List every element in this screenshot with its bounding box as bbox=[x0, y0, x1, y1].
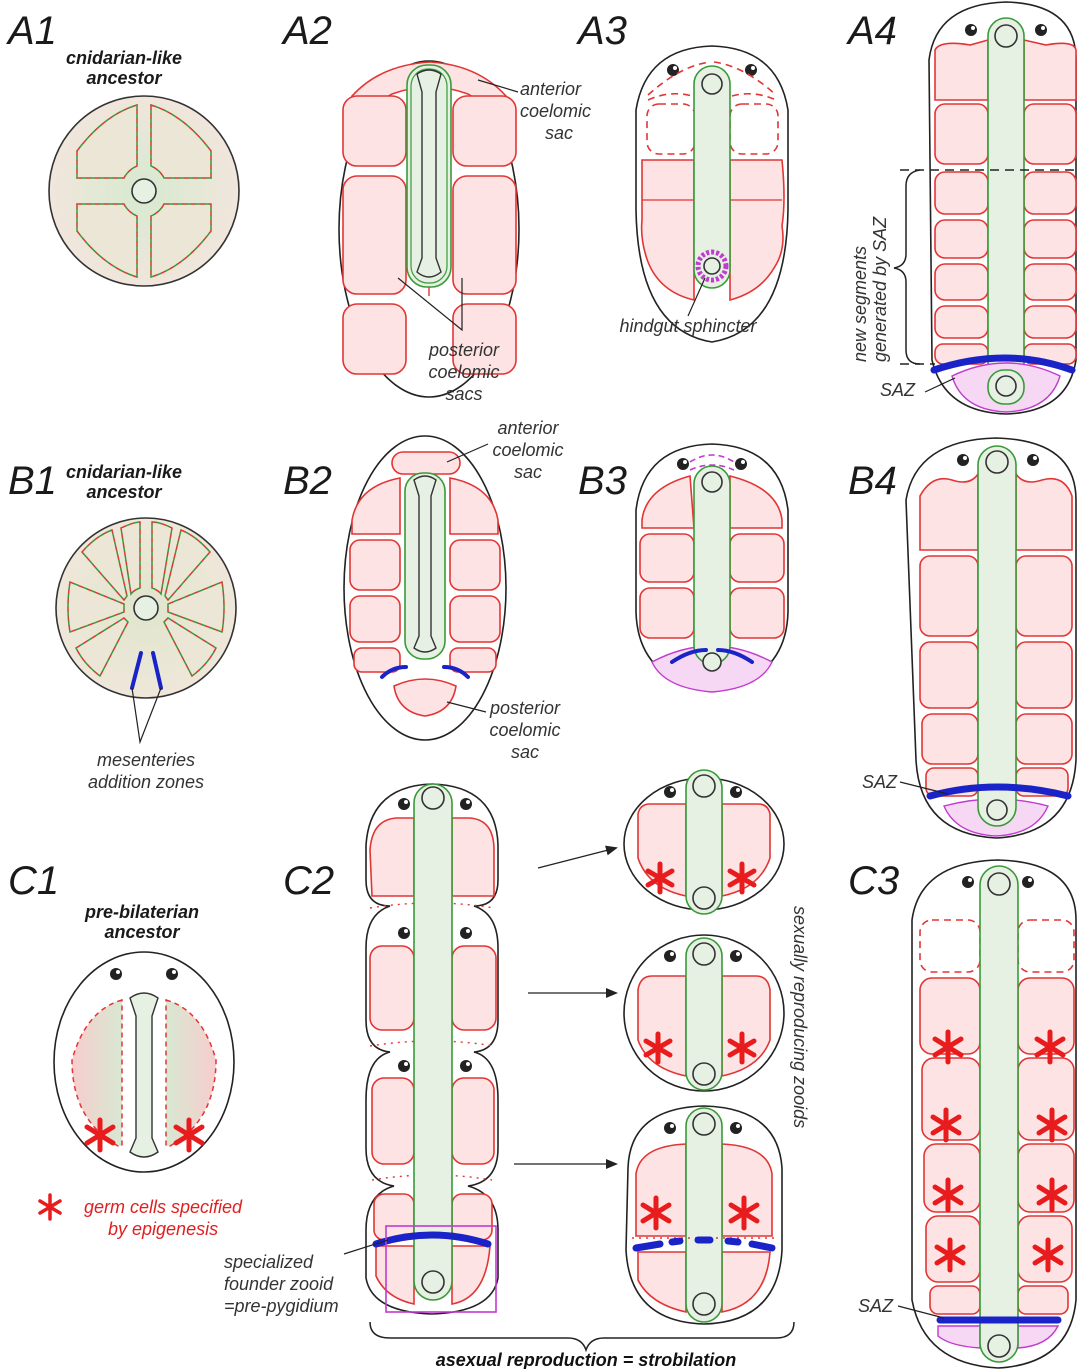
a1-title-line1: cnidarian-like bbox=[66, 48, 182, 68]
b2-anterior-sac-label-2: coelomic bbox=[492, 440, 563, 460]
b2-anterior-sac-label-3: sac bbox=[514, 462, 542, 482]
panel-a1: cnidarian-like ancestor bbox=[49, 48, 239, 286]
c2-sexual-zooids-label: sexually reproducing zooids bbox=[790, 906, 810, 1128]
c3-saz-label: SAZ bbox=[858, 1296, 894, 1316]
panel-b1: cnidarian-like ancestor mesenteries addi… bbox=[56, 462, 236, 792]
a2-posterior-sacs-label-2: coelomic bbox=[428, 362, 499, 382]
c3-gut bbox=[980, 866, 1018, 1362]
b1-mouth bbox=[134, 596, 158, 620]
a4-new-segments-label-2: generated by SAZ bbox=[870, 216, 890, 362]
b2-anterior-coelomic-sac bbox=[392, 452, 460, 474]
b1-title-line2: ancestor bbox=[86, 482, 162, 502]
b1-mesenteries-label-2: addition zones bbox=[88, 772, 204, 792]
a4-saz-label: SAZ bbox=[880, 380, 916, 400]
a3-mouth bbox=[702, 74, 722, 94]
c2-strobilation-label: asexual reproduction = strobilation bbox=[436, 1350, 737, 1369]
c2-zooid-1 bbox=[624, 770, 784, 914]
a1-mouth bbox=[132, 179, 156, 203]
c1-title-line2: ancestor bbox=[104, 922, 180, 942]
panel-b3 bbox=[636, 444, 788, 692]
a3-eye-left bbox=[667, 64, 679, 76]
panel-a2: anterior coelomic sac posterior coelomic… bbox=[339, 61, 591, 404]
panel-label-a4: A4 bbox=[846, 9, 897, 53]
a2-anterior-sac-label-2: coelomic bbox=[520, 101, 591, 121]
a2-anterior-sac-label-1: anterior bbox=[520, 79, 582, 99]
panel-c1: pre-bilaterian ancestor germ cells speci… bbox=[40, 902, 243, 1239]
c2-gut bbox=[414, 784, 452, 1300]
panel-label-a2: A2 bbox=[281, 9, 332, 53]
panel-label-a3: A3 bbox=[576, 9, 627, 53]
c2-zooid-2 bbox=[624, 935, 784, 1091]
a2-anterior-sac-label-3: sac bbox=[545, 123, 573, 143]
b2-posterior-sac-label-1: posterior bbox=[489, 698, 561, 718]
a3-eye-right bbox=[745, 64, 757, 76]
c1-title-line1: pre-bilaterian bbox=[84, 902, 199, 922]
b2-posterior-sac-label-3: sac bbox=[511, 742, 539, 762]
a4-new-segments-brace bbox=[894, 170, 920, 364]
b4-gut bbox=[978, 446, 1016, 826]
panel-a3: hindgut sphincter bbox=[619, 46, 788, 342]
a2-posterior-sacs-label-1: posterior bbox=[428, 340, 500, 360]
a3-hindgut-sphincter-label: hindgut sphincter bbox=[619, 316, 757, 336]
c1-germ-cell-legend-icon bbox=[40, 1195, 60, 1219]
c2-founder-label-2: founder zooid bbox=[224, 1274, 334, 1294]
germ-cells-legend-line2: by epigenesis bbox=[108, 1219, 218, 1239]
c2-zooid-3 bbox=[626, 1106, 782, 1324]
a1-title-line2: ancestor bbox=[86, 68, 162, 88]
c2-strobilation-brace bbox=[370, 1322, 794, 1350]
a4-new-segments-label-1: new segments bbox=[850, 246, 870, 362]
a3-gut bbox=[694, 66, 730, 288]
germ-cells-legend-line1: germ cells specified bbox=[84, 1197, 243, 1217]
c2-arrow-1 bbox=[538, 848, 616, 868]
panel-label-c1: C1 bbox=[8, 859, 59, 903]
b4-saz-label: SAZ bbox=[862, 772, 898, 792]
c2-founder-label-1: specialized bbox=[224, 1252, 314, 1272]
b2-anterior-sac-label-1: anterior bbox=[497, 418, 559, 438]
panel-label-c3: C3 bbox=[848, 859, 899, 903]
b3-gut bbox=[694, 466, 730, 664]
panel-label-b3: B3 bbox=[578, 459, 627, 503]
panel-label-b1: B1 bbox=[8, 459, 57, 503]
c2-founder-label-3: =pre-pygidium bbox=[224, 1296, 339, 1316]
b2-posterior-sac-label-2: coelomic bbox=[489, 720, 560, 740]
b1-title-line1: cnidarian-like bbox=[66, 462, 182, 482]
panel-c3: SAZ bbox=[858, 860, 1076, 1368]
panel-label-a1: A1 bbox=[6, 9, 57, 53]
b1-mesenteries-label-1: mesenteries bbox=[97, 750, 195, 770]
panel-label-b2: B2 bbox=[283, 459, 332, 503]
panel-label-b4: B4 bbox=[848, 459, 897, 503]
a4-gut bbox=[988, 18, 1024, 402]
a2-posterior-sacs-label-3: sacs bbox=[445, 384, 482, 404]
panel-a4: new segments generated by SAZ SAZ bbox=[850, 2, 1077, 414]
panel-b2: anterior coelomic sac posterior coelomic… bbox=[344, 418, 564, 762]
panel-label-c2: C2 bbox=[283, 859, 334, 903]
